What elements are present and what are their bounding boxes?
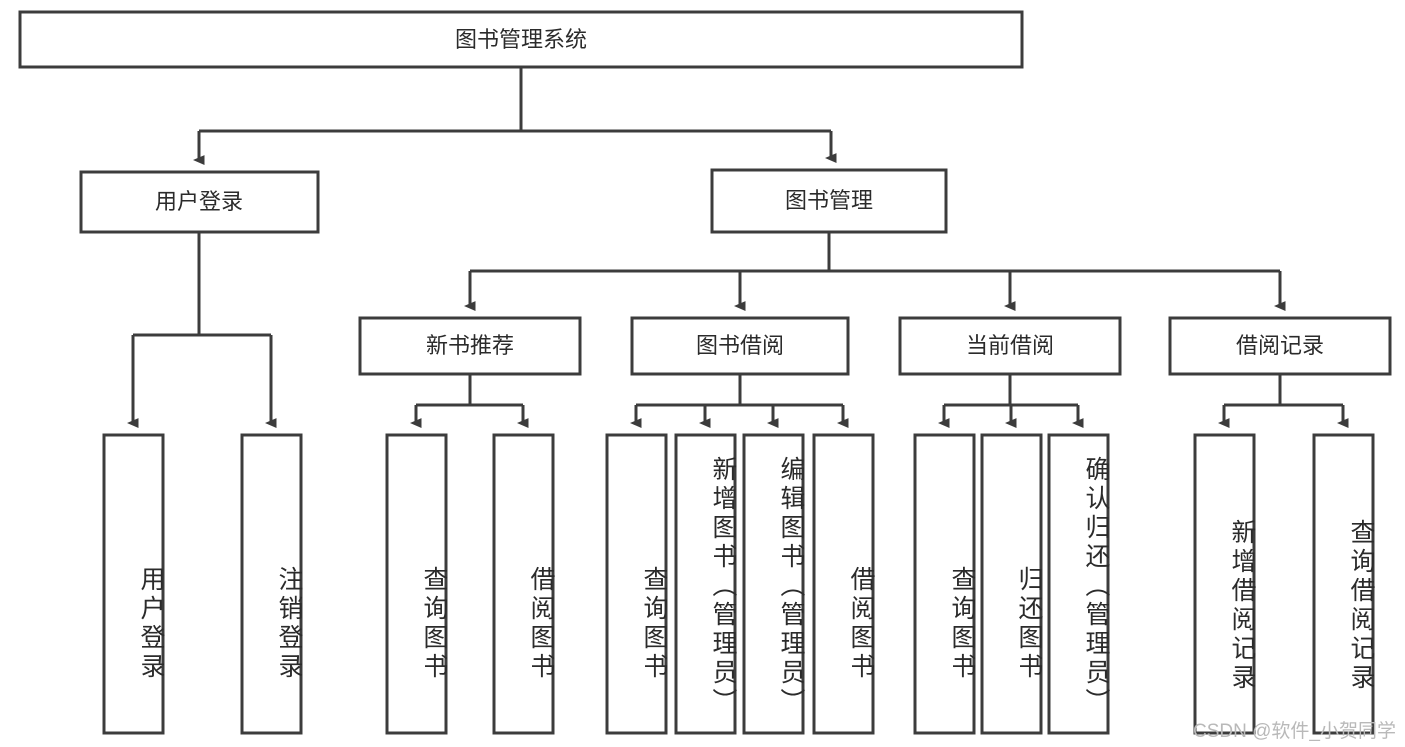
node-level2-3-label: 借阅记录 — [1236, 333, 1324, 358]
node-level2-0-label: 新书推荐 — [426, 333, 514, 358]
connector-userlogin-to-leaves — [127, 232, 277, 429]
node-leaf-11-box[interactable] — [1193, 433, 1256, 735]
connector-borrow-to-leaves — [630, 374, 849, 429]
node-level2-3-box[interactable] — [1168, 316, 1392, 376]
node-leaf-5-box[interactable] — [674, 433, 737, 735]
node-leaf-10-box[interactable] — [1047, 433, 1110, 735]
node-root-label: 图书管理系统 — [455, 27, 587, 52]
connector-bookmgmt-to-level2 — [464, 232, 1286, 312]
node-leaf-7-box[interactable] — [812, 433, 875, 735]
node-leaf-3-box[interactable] — [492, 433, 555, 735]
node-leaf-0-box[interactable] — [102, 433, 165, 735]
node-level2-2-box[interactable] — [898, 316, 1122, 376]
node-leaf-12-box[interactable] — [1312, 433, 1375, 735]
connector-record-to-leaves — [1218, 374, 1349, 429]
connector-root-to-level1 — [193, 67, 837, 166]
node-level2-0-box[interactable] — [358, 316, 582, 376]
node-leaf-4-box[interactable] — [605, 433, 668, 735]
node-leaf-8-box[interactable] — [913, 433, 976, 735]
connector-current-to-leaves — [938, 374, 1084, 429]
node-level1-1-label: 图书管理 — [785, 188, 873, 213]
node-leaf-6-box[interactable] — [742, 433, 805, 735]
node-level2-2-label: 当前借阅 — [966, 333, 1054, 358]
node-root-box[interactable] — [18, 10, 1024, 69]
node-level2-1-label: 图书借阅 — [696, 333, 784, 358]
node-level1-0-box[interactable] — [79, 170, 320, 234]
connector-newbook-to-leaves — [410, 374, 529, 429]
node-leaf-9-box[interactable] — [980, 433, 1043, 735]
csdn-watermark: CSDN @软件_小贺同学 — [1193, 721, 1396, 742]
node-level1-0-label: 用户登录 — [155, 189, 243, 214]
node-level1-1-box[interactable] — [710, 168, 948, 234]
node-level2-1-box[interactable] — [630, 316, 850, 376]
node-leaf-2-box[interactable] — [385, 433, 448, 735]
node-leaf-1-box[interactable] — [240, 433, 303, 735]
